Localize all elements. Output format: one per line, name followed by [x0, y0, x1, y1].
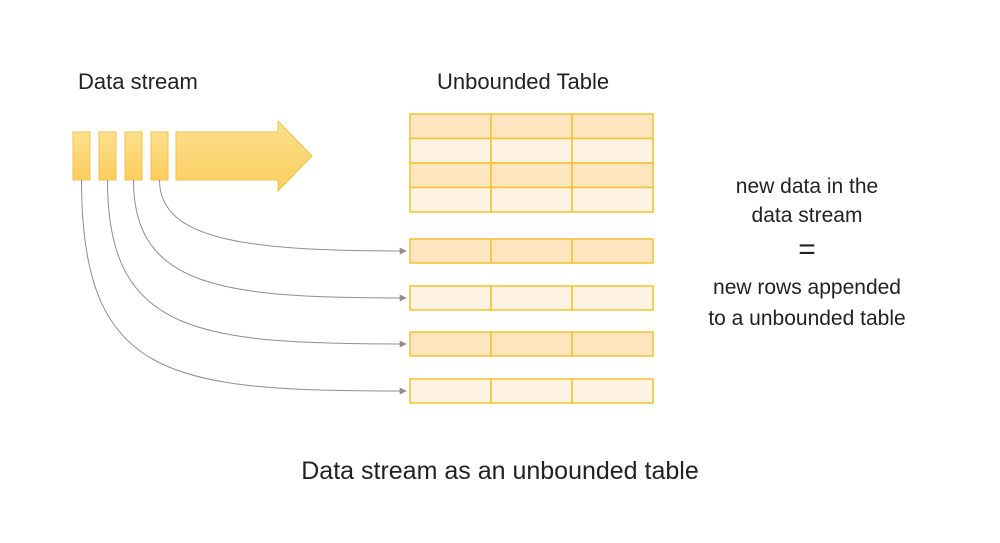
appended-cell-c3	[571, 378, 654, 404]
table-cell-r2-c3	[571, 137, 654, 164]
table-cell-r4-c3	[571, 186, 654, 213]
appended-cell-c2	[490, 378, 573, 404]
appended-cell-c1	[409, 378, 492, 404]
equation-line-4: to a unbounded table	[708, 307, 905, 330]
appended-row-1	[409, 238, 654, 264]
appended-cell-c1	[409, 331, 492, 357]
table-cell-r3-c1	[409, 162, 492, 189]
stream-block-2	[98, 131, 117, 181]
equals-sign: =	[798, 233, 816, 266]
table-cell-r2-c1	[409, 137, 492, 164]
connectors	[81, 179, 407, 395]
connector-arrow-3	[107, 179, 407, 348]
data-stream-label: Data stream	[78, 69, 198, 94]
appended-cell-c1	[409, 238, 492, 264]
appended-cell-c2	[490, 285, 573, 311]
appended-cell-c3	[571, 331, 654, 357]
unbounded-table	[409, 113, 654, 213]
table-cell-r3-c2	[490, 162, 573, 189]
equation-line-1: new data in the	[736, 175, 878, 198]
equation-text: new data in the data stream = new rows a…	[708, 175, 905, 330]
stream-block-1	[72, 131, 91, 181]
stream-blocks	[72, 131, 169, 181]
appended-cell-c2	[490, 238, 573, 264]
appended-row-3	[409, 331, 654, 357]
table-cell-r4-c1	[409, 186, 492, 213]
appended-cell-c3	[571, 285, 654, 311]
stream-block-4	[150, 131, 169, 181]
table-cell-r4-c2	[490, 186, 573, 213]
appended-cell-c1	[409, 285, 492, 311]
equation-line-3: new rows appended	[713, 276, 901, 299]
connector-arrow-1	[159, 179, 407, 255]
stream-arrow	[175, 119, 313, 193]
appended-cell-c3	[571, 238, 654, 264]
table-cell-r1-c2	[490, 113, 573, 140]
appended-row-4	[409, 378, 654, 404]
appended-cell-c2	[490, 331, 573, 357]
table-cell-r1-c1	[409, 113, 492, 140]
table-cell-r2-c2	[490, 137, 573, 164]
appended-rows	[409, 238, 654, 404]
table-cell-r1-c3	[571, 113, 654, 140]
appended-row-2	[409, 285, 654, 311]
caption: Data stream as an unbounded table	[301, 457, 699, 485]
table-cell-r3-c3	[571, 162, 654, 189]
stream-block-3	[124, 131, 143, 181]
equation-line-2: data stream	[752, 204, 863, 227]
connector-arrow-4	[81, 179, 407, 395]
connector-arrow-2	[133, 179, 407, 302]
unbounded-table-label: Unbounded Table	[437, 69, 609, 94]
